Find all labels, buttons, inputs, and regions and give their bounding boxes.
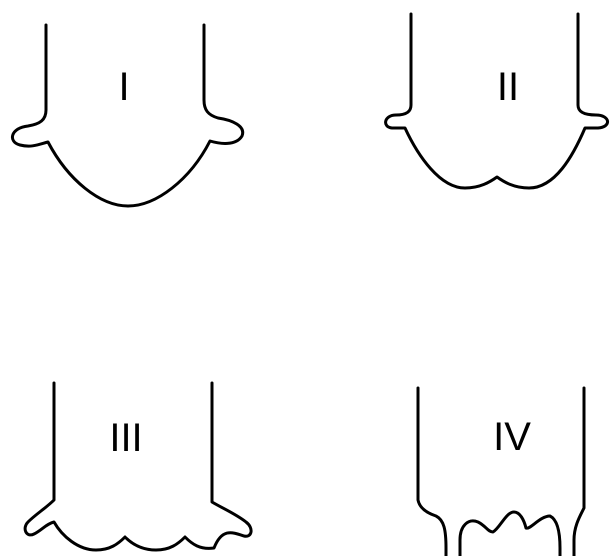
shape-i-outline [12,25,242,206]
shape-i-label: I [118,65,129,109]
shape-iii: III [25,383,251,550]
shape-iv-outline [418,388,584,556]
shape-iv-label: IV [493,415,531,459]
shape-i: I [12,25,242,206]
shape-iii-outline [25,383,251,550]
shape-ii: II [386,14,608,188]
shape-ii-label: II [497,65,519,109]
shape-iv: IV [418,388,584,556]
shape-iii-label: III [109,416,142,460]
